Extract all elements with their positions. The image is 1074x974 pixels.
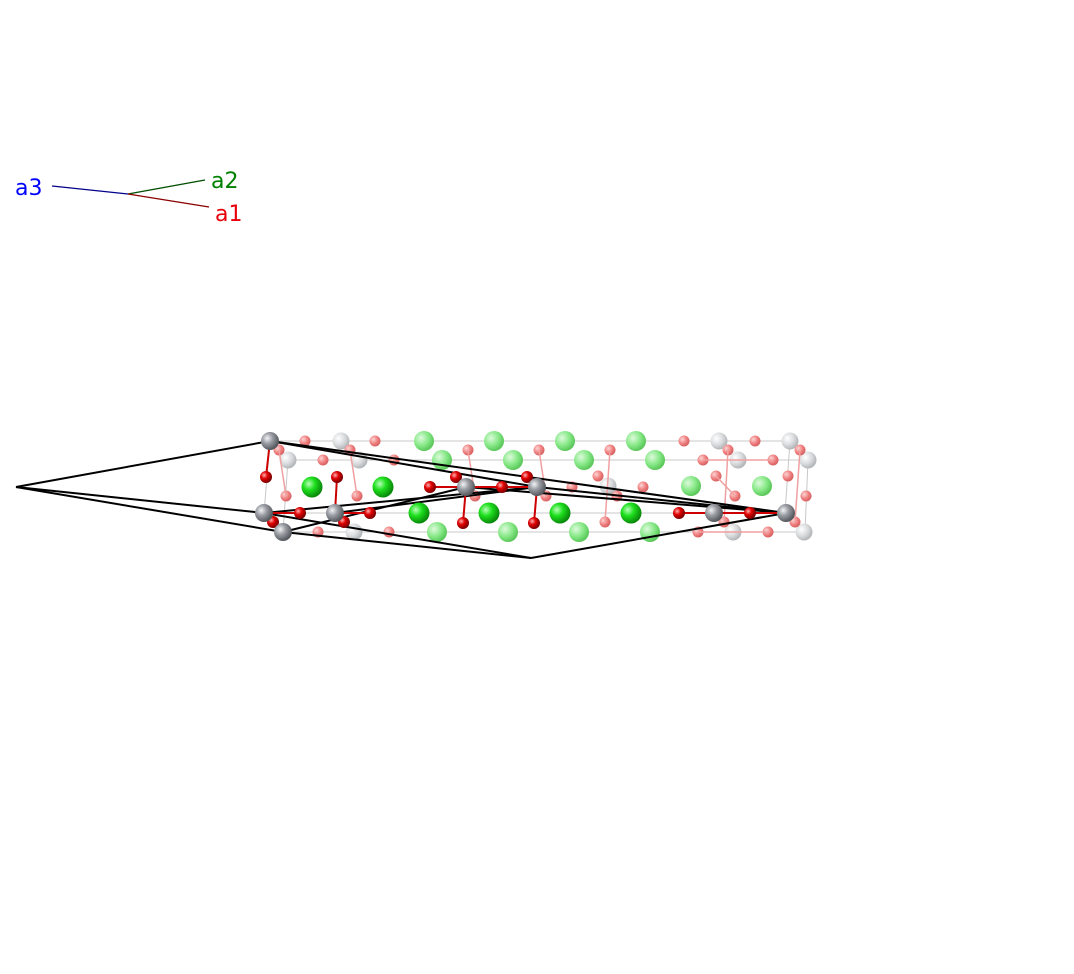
gray-atom bbox=[255, 504, 273, 522]
axis-triad: a3 a2 a1 bbox=[15, 169, 242, 227]
red-atoms bbox=[260, 471, 756, 529]
gray-atom bbox=[457, 478, 475, 496]
gray-atom bbox=[326, 504, 344, 522]
a3-axis-label: a3 bbox=[15, 176, 42, 201]
red-atom bbox=[528, 517, 540, 529]
green-atom bbox=[549, 502, 571, 524]
red-atom bbox=[744, 507, 756, 519]
gray-atoms bbox=[255, 432, 795, 541]
red-atom bbox=[424, 481, 436, 493]
green-atoms bbox=[301, 476, 642, 524]
red-atom bbox=[294, 507, 306, 519]
gray-atom bbox=[274, 523, 292, 541]
red-atom bbox=[260, 471, 272, 483]
red-atom bbox=[457, 517, 469, 529]
red-atom bbox=[364, 507, 376, 519]
a1-axis-label: a1 bbox=[215, 202, 242, 227]
gray-atom bbox=[261, 432, 279, 450]
green-atom bbox=[620, 502, 642, 524]
red-atom bbox=[331, 471, 343, 483]
green-atom bbox=[408, 502, 430, 524]
gray-atom bbox=[528, 478, 546, 496]
green-atom bbox=[372, 476, 394, 498]
red-atom bbox=[450, 471, 462, 483]
gray-atom bbox=[705, 504, 723, 522]
a3-axis-line bbox=[51, 185, 129, 195]
red-atom bbox=[496, 481, 508, 493]
a1-axis-line bbox=[127, 193, 210, 208]
a2-axis-line bbox=[127, 179, 206, 195]
a2-axis-label: a2 bbox=[211, 169, 238, 194]
gray-atom bbox=[777, 504, 795, 522]
green-atom bbox=[301, 476, 323, 498]
unit-cell-outline bbox=[15, 440, 787, 559]
green-atom bbox=[478, 502, 500, 524]
red-atom bbox=[673, 507, 685, 519]
red-atom bbox=[521, 471, 533, 483]
